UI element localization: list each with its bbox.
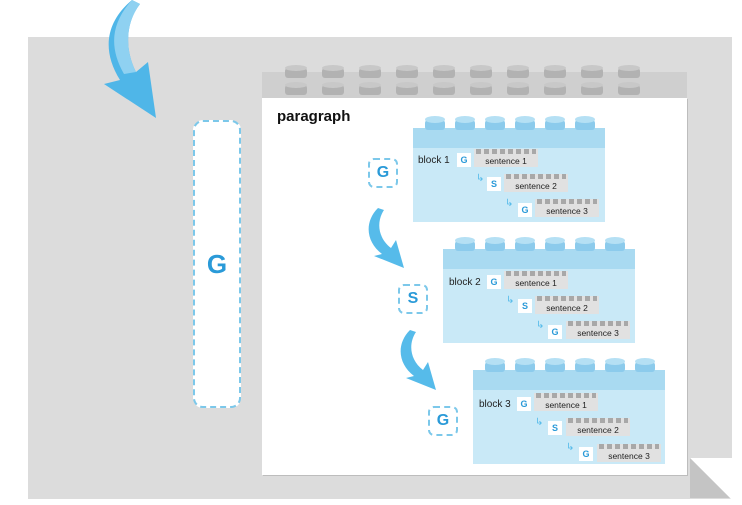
block-3-g-marker: G — [517, 397, 531, 411]
block-3-side-letter: G — [436, 412, 450, 429]
block-stud — [455, 116, 475, 132]
block-3-sentence-2: sentence 2 — [566, 418, 630, 436]
stud — [507, 65, 529, 81]
block-2-label: block 2 — [449, 277, 481, 288]
curved-arrow-icon — [104, 0, 156, 118]
paragraph-studs — [285, 65, 655, 81]
block-2-chevron-2-icon: ↳ — [536, 320, 545, 331]
flow-arrow-1-icon — [368, 208, 404, 268]
block-stud — [605, 237, 625, 253]
block-3-top — [473, 370, 665, 390]
stud — [396, 82, 418, 98]
outer-slot-letter: G — [206, 248, 228, 279]
block-1-s-marker: S — [487, 177, 501, 191]
block-2-chevron-1-icon: ↳ — [506, 295, 515, 306]
block-3-side-marker: G — [428, 406, 458, 436]
block-stud — [635, 358, 655, 374]
block-1-top — [413, 128, 605, 148]
block-stud — [575, 237, 595, 253]
stud — [359, 82, 381, 98]
block-2-top — [443, 249, 635, 269]
page-fold-shadow — [690, 458, 730, 498]
block-1-g-marker: G — [457, 153, 471, 167]
block-3-sentence-1: sentence 1 — [534, 393, 598, 411]
stud — [581, 82, 603, 98]
stud — [507, 82, 529, 98]
stud — [470, 65, 492, 81]
block-2-sentence-1: sentence 1 — [504, 271, 568, 289]
block-1-chevron-2-icon: ↳ — [505, 198, 514, 209]
block-2-g2-marker: G — [548, 325, 562, 339]
block-stud — [515, 358, 535, 374]
block-1-label: block 1 — [418, 155, 450, 166]
block-2-sentence-2: sentence 2 — [535, 296, 599, 314]
stud — [618, 65, 640, 81]
stud — [359, 65, 381, 81]
block-1-sentence-3: sentence 3 — [535, 199, 599, 217]
stud — [396, 65, 418, 81]
block-2-s-marker: S — [518, 299, 532, 313]
block-1-sentence-1: sentence 1 — [474, 149, 538, 167]
block-1-chevron-1-icon: ↳ — [476, 173, 485, 184]
block-1-g2-marker: G — [518, 203, 532, 217]
block-1-sentence-2: sentence 2 — [504, 174, 568, 192]
block-stud — [545, 358, 565, 374]
stud — [544, 65, 566, 81]
block-stud — [575, 116, 595, 132]
block-stud — [545, 116, 565, 132]
block-2-side-marker: S — [398, 284, 428, 314]
paragraph-studs-lower — [285, 82, 655, 98]
block-3-label: block 3 — [479, 399, 511, 410]
block-2-sentence-3: sentence 3 — [566, 321, 630, 339]
block-3-sentence-3: sentence 3 — [597, 444, 661, 462]
block-stud — [455, 237, 475, 253]
outer-g-slot: G — [193, 120, 241, 408]
flow-arrow-2-icon — [400, 330, 436, 390]
stud — [544, 82, 566, 98]
block-3-chevron-1-icon: ↳ — [535, 417, 544, 428]
block-3-g2-marker: G — [579, 447, 593, 461]
block-stud — [425, 116, 445, 132]
stud — [618, 82, 640, 98]
block-stud — [515, 237, 535, 253]
block-3-s-marker: S — [548, 421, 562, 435]
stud — [433, 65, 455, 81]
block-stud — [485, 116, 505, 132]
stud — [322, 65, 344, 81]
paragraph-label: paragraph — [277, 108, 351, 125]
block-2-g-marker: G — [487, 275, 501, 289]
block-2-side-letter: S — [407, 290, 419, 307]
stud — [470, 82, 492, 98]
block-stud — [575, 358, 595, 374]
block-1-side-letter: G — [376, 164, 390, 181]
block-stud — [485, 237, 505, 253]
stud — [322, 82, 344, 98]
block-stud — [515, 116, 535, 132]
block-stud — [545, 237, 565, 253]
block-1-side-marker: G — [368, 158, 398, 188]
block-3-chevron-2-icon: ↳ — [566, 442, 575, 453]
block-stud — [485, 358, 505, 374]
stud — [433, 82, 455, 98]
stud — [285, 65, 307, 81]
stud — [581, 65, 603, 81]
stud — [285, 82, 307, 98]
block-stud — [605, 358, 625, 374]
